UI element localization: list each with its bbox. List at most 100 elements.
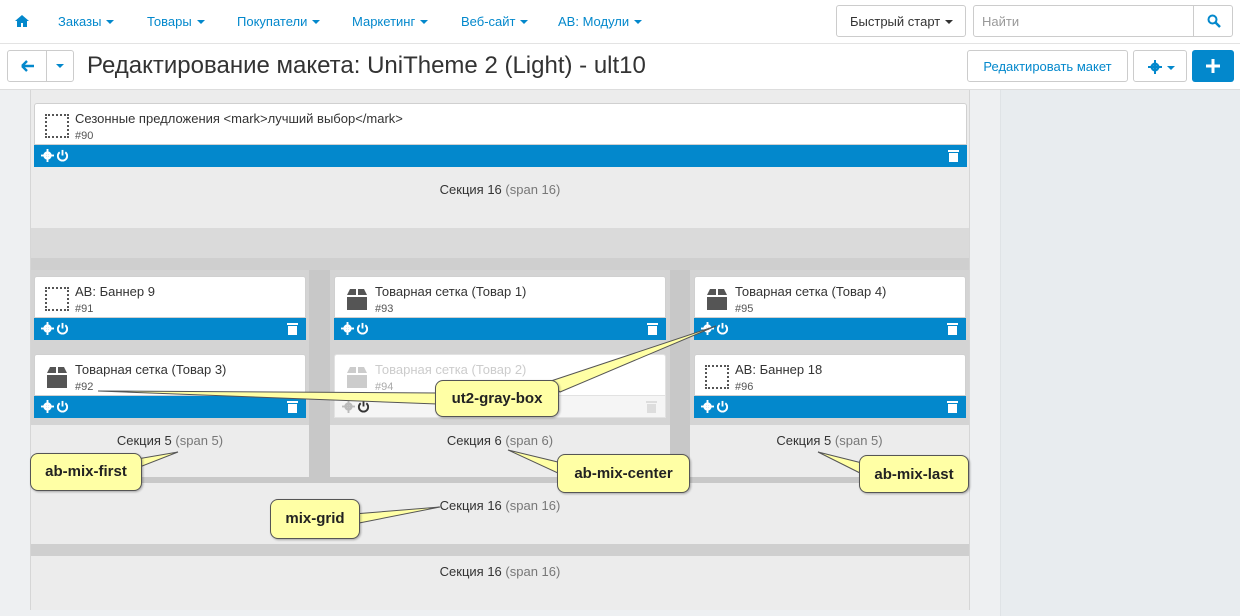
block-id: #96 (735, 381, 754, 393)
arrow-left-icon (21, 60, 34, 72)
nav-customers[interactable]: Покупатели (237, 14, 321, 29)
box-icon (347, 289, 367, 310)
callout-ab-mix-first: ab-mix-first (30, 453, 142, 491)
section-span: (span 16) (505, 182, 561, 197)
trash-icon[interactable] (947, 322, 958, 335)
caret-down-icon (312, 20, 321, 24)
edit-layout-button[interactable]: Редактировать макет (967, 50, 1128, 82)
quick-start-label: Быстрый старт (850, 14, 941, 29)
nav-ab-modules[interactable]: AB: Модули (558, 14, 643, 29)
right-sidebar (1000, 90, 1240, 616)
section-span: (span 16) (505, 498, 561, 513)
block-title: Товарная сетка (Товар 3) (75, 362, 227, 377)
quick-start-button[interactable]: Быстрый старт (836, 5, 966, 37)
section-span: (span 5) (175, 433, 224, 448)
caret-down-icon (56, 64, 64, 68)
block-id: #90 (75, 130, 94, 142)
nav-marketing[interactable]: Маркетинг (352, 14, 429, 29)
section-name: Секция 5 (116, 433, 172, 448)
block-id: #94 (375, 381, 394, 393)
page-toolbar: Редактирование макета: UniTheme 2 (Light… (0, 44, 1240, 90)
add-button[interactable] (1192, 50, 1234, 82)
nav-orders[interactable]: Заказы (58, 14, 115, 29)
block-96[interactable]: AB: Баннер 18 #96 (694, 354, 966, 396)
section-label-col1: Секция 5 (span 5) (31, 433, 309, 448)
power-icon[interactable] (56, 149, 69, 162)
nav-customers-label: Покупатели (237, 14, 308, 29)
nav-orders-label: Заказы (58, 14, 102, 29)
block-90[interactable]: Сезонные предложения <mark>лучший выбор<… (34, 103, 967, 145)
home-icon[interactable] (14, 13, 30, 29)
block-90-toolbar (34, 145, 967, 167)
nav-website-label: Веб-сайт (461, 14, 516, 29)
settings-dropdown-button[interactable] (1133, 50, 1187, 82)
power-icon[interactable] (356, 322, 369, 335)
nav-products[interactable]: Товары (147, 14, 205, 29)
block-title: Товарная сетка (Товар 1) (375, 284, 527, 299)
pointer-gray-box-right (546, 325, 717, 393)
power-icon[interactable] (56, 400, 69, 413)
back-history-dropdown[interactable] (46, 50, 74, 82)
section-span: (span 16) (505, 564, 561, 579)
block-title: Сезонные предложения <mark>лучший выбор<… (75, 111, 403, 126)
banner-icon (45, 114, 69, 138)
block-id: #95 (735, 303, 754, 315)
power-icon[interactable] (716, 400, 729, 413)
section-name: Секция 16 (439, 498, 502, 513)
top-navbar: Заказы Товары Покупатели Маркетинг Веб-с… (0, 0, 1240, 44)
trash-icon[interactable] (947, 400, 958, 413)
trash-icon[interactable] (647, 322, 658, 335)
section-label-col3: Секция 5 (span 5) (690, 433, 969, 448)
gear-icon[interactable] (41, 400, 54, 413)
callout-ut2-gray-box: ut2-gray-box (435, 380, 559, 417)
box-icon (47, 367, 67, 388)
section-span: (span 6) (505, 433, 554, 448)
block-93[interactable]: Товарная сетка (Товар 1) #93 (334, 276, 666, 318)
block-95-toolbar (694, 318, 966, 340)
section-name: Секция 6 (446, 433, 502, 448)
section-label-mix: Секция 16 (span 16) (31, 498, 969, 513)
box-icon (347, 367, 367, 388)
trash-icon[interactable] (287, 322, 298, 335)
nav-website[interactable]: Веб-сайт (461, 14, 529, 29)
trash-icon[interactable] (287, 400, 298, 413)
pointer-gray-box-left (97, 390, 438, 405)
nav-products-label: Товары (147, 14, 192, 29)
caret-down-icon (520, 20, 529, 24)
trash-icon[interactable] (948, 149, 959, 162)
gear-icon[interactable] (41, 149, 54, 162)
block-95[interactable]: Товарная сетка (Товар 4) #95 (694, 276, 966, 318)
gear-icon[interactable] (341, 322, 354, 335)
block-title: Товарная сетка (Товар 2) (375, 362, 527, 377)
nav-marketing-label: Маркетинг (352, 14, 416, 29)
plus-icon (1206, 59, 1220, 73)
caret-down-icon (106, 20, 115, 24)
gear-icon[interactable] (701, 400, 714, 413)
gear-icon[interactable] (342, 400, 355, 413)
block-91[interactable]: AB: Баннер 9 #91 (34, 276, 306, 318)
block-id: #92 (75, 381, 94, 393)
power-icon[interactable] (716, 322, 729, 335)
caret-down-icon (1167, 66, 1175, 70)
grid-container-bottom-header (31, 544, 969, 556)
power-icon[interactable] (357, 400, 370, 413)
block-96-toolbar (694, 396, 966, 418)
back-button[interactable] (7, 50, 47, 82)
gear-icon[interactable] (41, 322, 54, 335)
block-92-toolbar (34, 396, 306, 418)
caret-down-icon (945, 20, 954, 24)
trash-icon[interactable] (646, 400, 657, 413)
power-icon[interactable] (56, 322, 69, 335)
search-button[interactable] (1193, 5, 1233, 37)
grid-container-divider (31, 228, 969, 258)
section-span: (span 5) (834, 433, 883, 448)
caret-down-icon (634, 20, 643, 24)
block-92[interactable]: Товарная сетка (Товар 3) #92 (34, 354, 306, 396)
caret-down-icon (420, 20, 429, 24)
nav-ab-modules-label: AB: Модули (558, 14, 630, 29)
callout-ab-mix-center: ab-mix-center (557, 454, 690, 493)
caret-down-icon (196, 20, 205, 24)
page-title: Редактирование макета: UniTheme 2 (Light… (87, 52, 646, 79)
block-id: #93 (375, 303, 394, 315)
